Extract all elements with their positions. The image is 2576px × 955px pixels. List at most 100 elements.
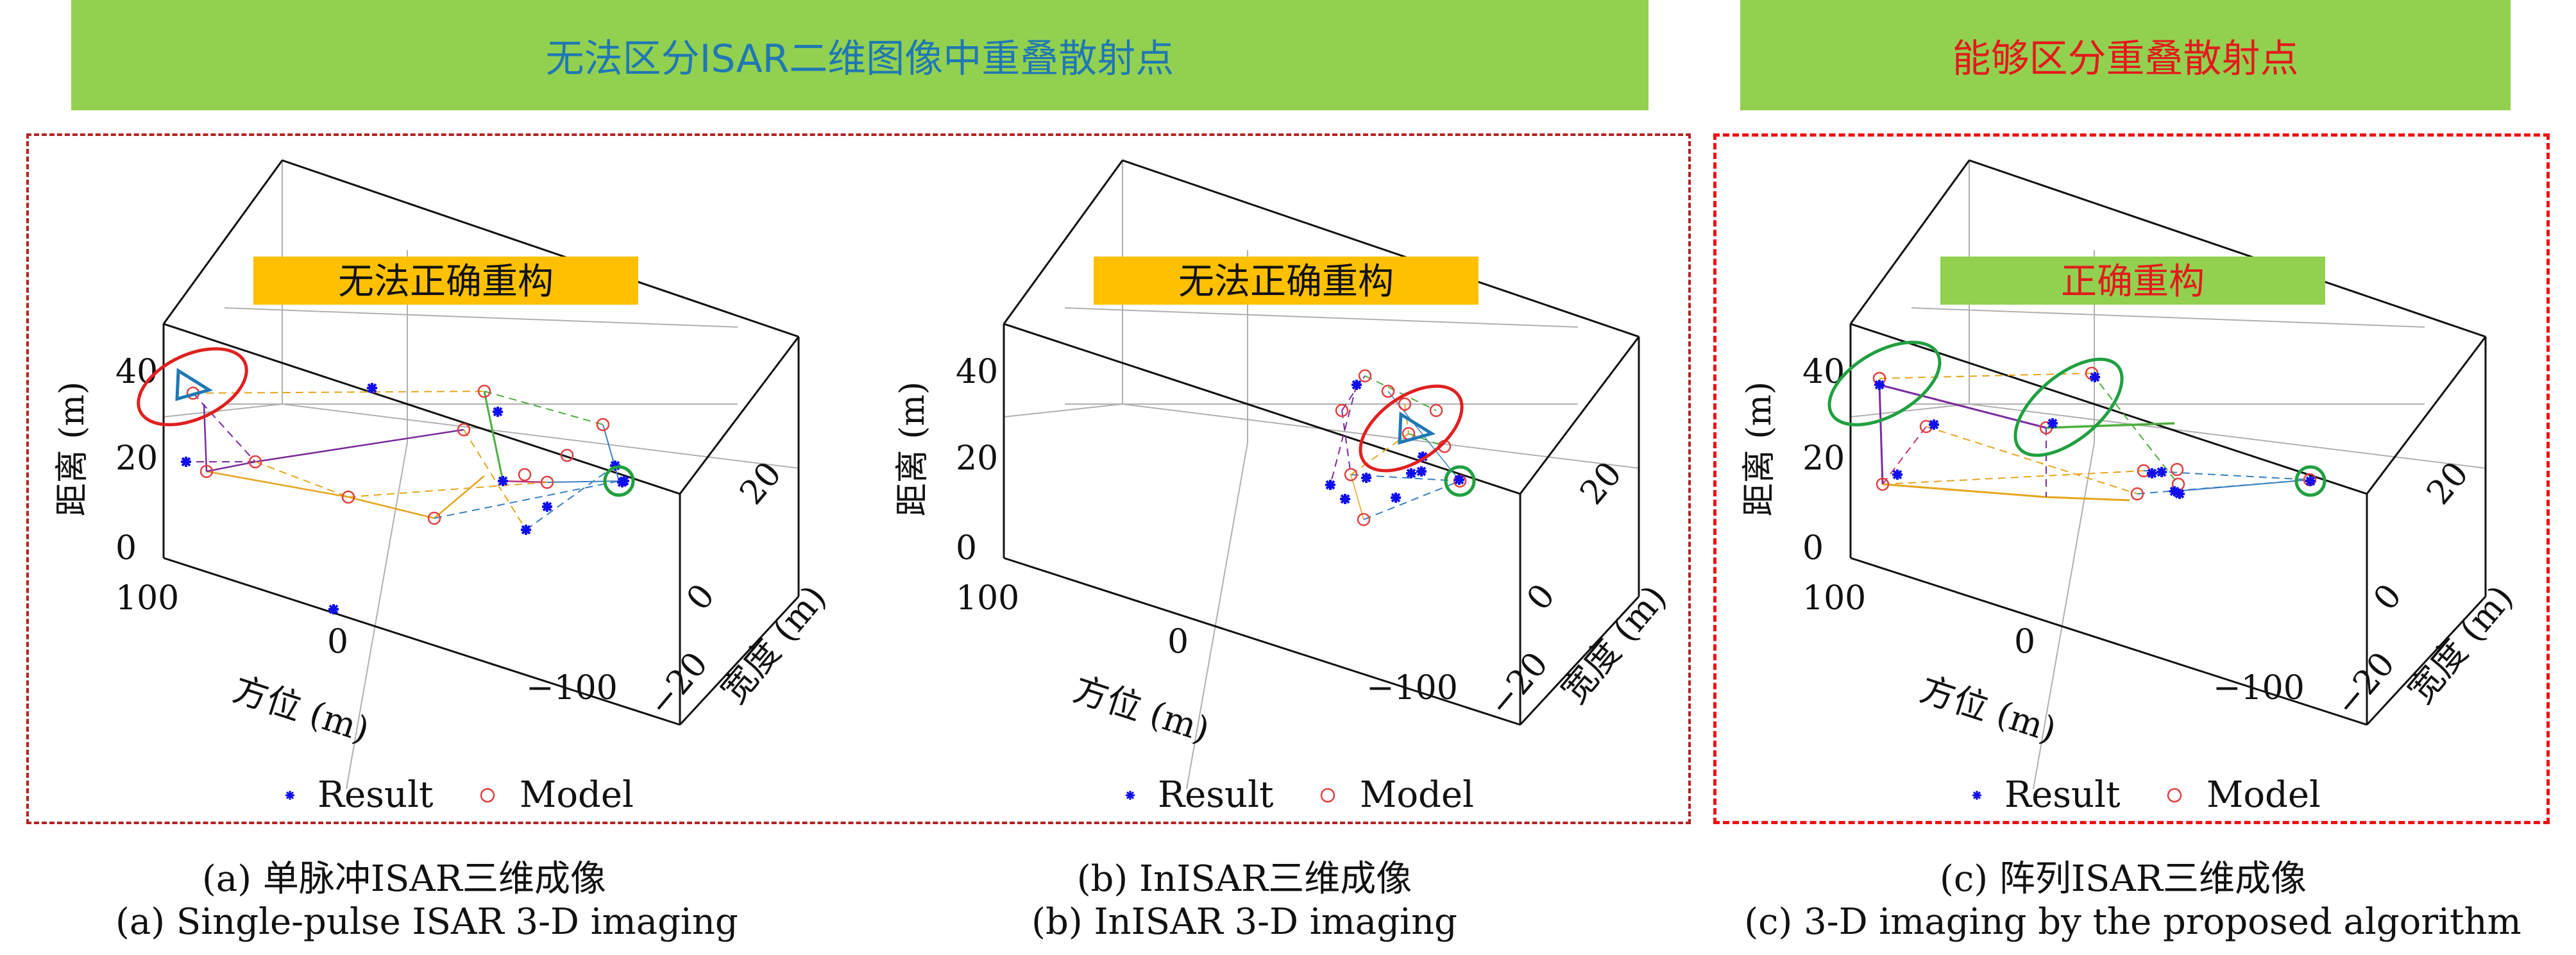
top-left-edge (1849, 160, 1970, 325)
result-point (2305, 476, 2316, 486)
result-point (1416, 466, 1427, 477)
x-tick-label: −100 (526, 669, 618, 707)
result-mark (2147, 468, 2157, 478)
result-mark (1416, 466, 1427, 477)
result-mark (367, 383, 377, 393)
z-tick-label: 0 (956, 529, 977, 568)
legend-result-marker (285, 791, 294, 800)
model-edge (1350, 474, 1364, 520)
result-mark (542, 502, 552, 512)
result-point (1340, 494, 1350, 504)
model-edge (1882, 483, 2047, 498)
model-edge (206, 461, 256, 473)
model-point (1381, 384, 1395, 398)
result-mark (619, 476, 629, 486)
model-point (1429, 403, 1443, 418)
model-point (341, 490, 355, 504)
top-right-edge (679, 336, 800, 494)
result-point (367, 383, 377, 393)
model-point (1357, 512, 1371, 527)
caption-a-cn: (a) 单脉冲ISAR三维成像 (202, 858, 606, 900)
top-back-edge (1969, 159, 2486, 338)
highlight-ellipse (2013, 357, 2124, 457)
result-point (2174, 489, 2185, 499)
model-edge-dashed (1882, 470, 2144, 485)
x-tick-label: 0 (2014, 623, 2035, 661)
result-mark (2169, 486, 2180, 496)
model-edge-dashed (2143, 470, 2310, 480)
status-tag-bg (1940, 257, 2325, 305)
legend-model-marker (480, 788, 495, 803)
grid-line (346, 442, 408, 790)
model-point (457, 423, 471, 437)
grid-back-wall (1122, 159, 1640, 469)
overlap-triangle (1398, 411, 1436, 445)
model-edge-dashed (255, 461, 349, 498)
grid-line (1911, 307, 2425, 328)
y-axis-line (679, 595, 800, 726)
result-point (328, 604, 339, 614)
result-point (2157, 467, 2167, 477)
model-point (2170, 462, 2184, 477)
model-point (1398, 397, 1412, 411)
model-point (199, 464, 214, 478)
x-axis-line (1003, 557, 1521, 726)
status-tag-text: 正确重构 (2061, 261, 2205, 303)
model-edge (1879, 384, 2047, 429)
x-axis-label: 方位 (m) (1915, 668, 2061, 750)
status-tag-text: 无法正确重构 (1178, 261, 1394, 303)
result-mark (1972, 791, 1981, 800)
model-point (477, 384, 491, 398)
result-point (2090, 372, 2100, 382)
result-mark (1454, 475, 1464, 485)
model-edge-dashed (1364, 375, 1437, 411)
y-tick-label: 20 (2419, 455, 2476, 512)
result-mark (1352, 380, 1362, 390)
result-mark (1325, 480, 1335, 490)
y-axis-label: 宽度 (m) (2400, 577, 2521, 711)
top-back-edge (282, 159, 799, 338)
result-mark (1126, 791, 1135, 800)
result-mark (493, 407, 503, 417)
model-edge-dashed (1341, 410, 1352, 475)
result-point (2047, 418, 2058, 428)
model-edge-dashed (463, 429, 527, 530)
y-tick-label: −20 (1481, 645, 1556, 724)
y-axis-line (2366, 595, 2487, 726)
model-edge-dashed (192, 391, 485, 394)
highlight-ellipse (1444, 465, 1476, 497)
result-mark (498, 476, 508, 486)
y-tick-label: −20 (2328, 645, 2403, 724)
z-tick-label: 0 (115, 529, 137, 568)
x-axis-label: 方位 (m) (228, 668, 374, 750)
model-edge (502, 480, 548, 484)
result-point (1892, 469, 1902, 480)
banner-right: 能够区分重叠散射点 (1740, 0, 2511, 110)
legend-result-label: Result (1158, 774, 1274, 815)
result-mark (1892, 469, 1902, 480)
banner-left: 无法区分ISAR二维图像中重叠散射点 (71, 0, 1648, 110)
z-axis-label: 距离 (m) (53, 382, 92, 516)
model-edge (255, 428, 464, 463)
result-point (1406, 468, 1416, 478)
model-edge-dashed (434, 480, 620, 519)
top-front-edge (163, 323, 681, 495)
highlight-ellipse (2294, 465, 2326, 497)
grid-line (1064, 307, 1579, 328)
highlight-ellipse (1359, 384, 1464, 473)
result-point (1325, 480, 1335, 490)
model-edge-dashed (484, 391, 604, 425)
result-mark (2174, 489, 2185, 499)
z-axis-label: 距离 (m) (894, 382, 932, 516)
result-point (1361, 473, 1371, 483)
model-edge (348, 496, 435, 520)
z-tick-label: 0 (1802, 529, 1824, 568)
model-edge-dashed (348, 482, 548, 498)
highlight-ellipse (603, 465, 635, 497)
model-edge (2046, 422, 2175, 429)
